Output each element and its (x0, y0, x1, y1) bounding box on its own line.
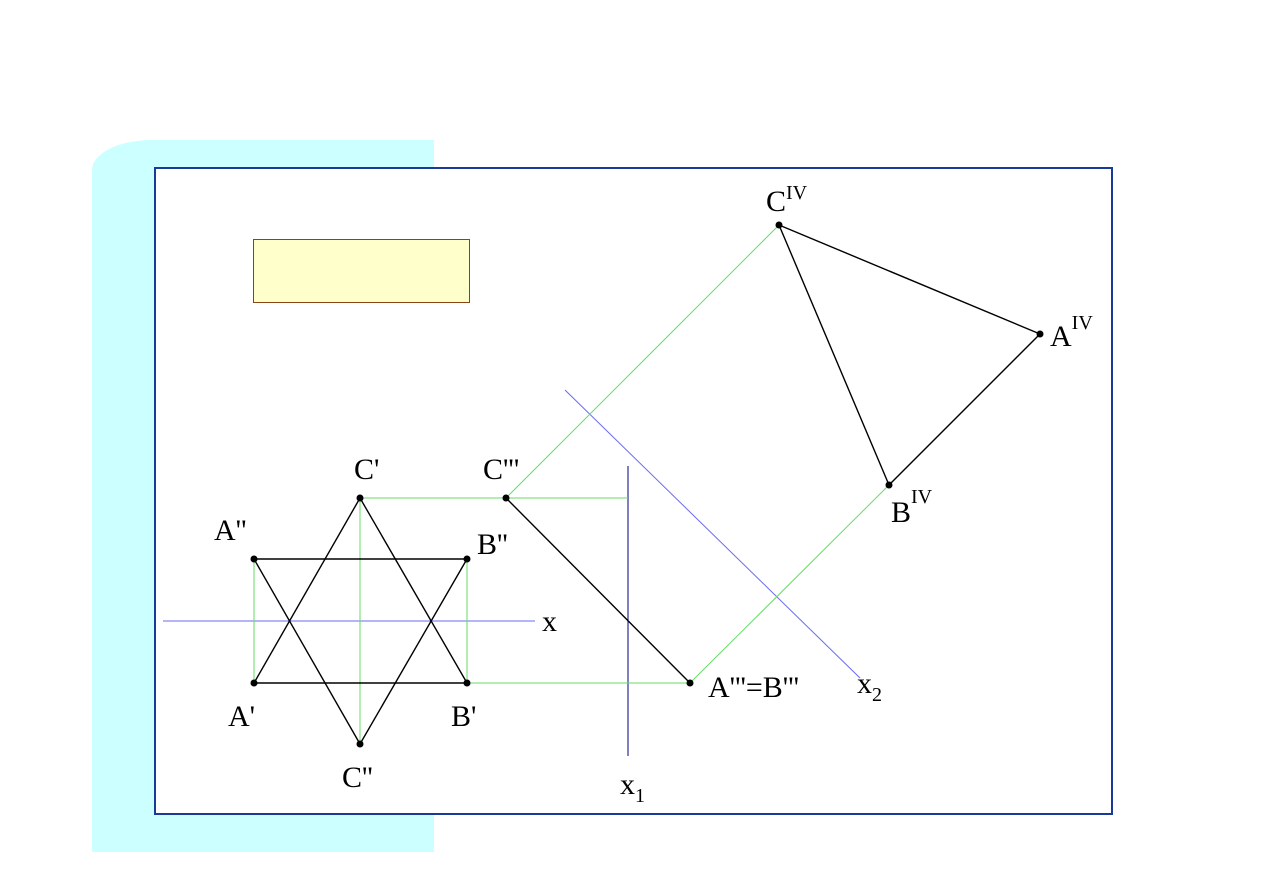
label-x2-base: x (857, 667, 872, 700)
point-a3-b3 (686, 679, 694, 687)
point-c-iv (775, 221, 783, 229)
label-b-iv-sup: IV (911, 486, 933, 508)
label-a-iv-sup: IV (1072, 312, 1094, 334)
point-b-iv (885, 481, 893, 489)
edge-b2-c2 (359, 558, 468, 745)
point-b-prime (463, 679, 471, 687)
label-x1-sub: 1 (635, 785, 645, 807)
point-a-iv (1036, 330, 1044, 338)
label-c-iv-sup: IV (786, 182, 808, 204)
label-x-axis: x (542, 605, 557, 638)
edge-civ-aiv (778, 224, 1041, 335)
label-c-iv-base: C (766, 185, 786, 218)
label-c-iv: CIV (766, 182, 808, 218)
point-c-double (356, 740, 364, 748)
label-x2: x2 (857, 667, 882, 706)
label-x1: x1 (620, 768, 645, 807)
point-c-prime (356, 494, 364, 502)
edge-c3-ab3 (505, 497, 691, 684)
label-b-iv-base: B (891, 496, 911, 529)
edge-b1-c1 (359, 497, 468, 684)
label-a3-b3: A'''=B''' (708, 671, 799, 704)
label-x2-sub: 2 (872, 684, 882, 706)
point-a-double (250, 555, 258, 563)
projection-line (689, 484, 890, 684)
point-c-triple (502, 494, 510, 502)
edge-a2-c2 (253, 558, 361, 745)
label-a-iv: AIV (1050, 312, 1093, 353)
edge-a1-c1 (253, 497, 361, 684)
note-box (253, 239, 470, 303)
label-c-prime: C' (354, 453, 379, 486)
label-c-double: C'' (342, 761, 373, 794)
label-x1-base: x (620, 768, 635, 801)
projection-line (505, 224, 780, 499)
label-b-double: B'' (477, 528, 508, 561)
label-a-double: A'' (214, 514, 246, 547)
x2-axis-line (564, 389, 861, 679)
edge-civ-biv (778, 224, 890, 486)
point-b-double (463, 555, 471, 563)
label-a-iv-base: A (1050, 320, 1072, 353)
point-a-prime (250, 679, 258, 687)
label-a-prime: A' (228, 700, 255, 733)
edge-aiv-biv (888, 333, 1041, 486)
label-c-triple: C''' (483, 453, 519, 486)
label-b-prime: B' (451, 700, 476, 733)
label-b-iv: BIV (891, 486, 933, 529)
